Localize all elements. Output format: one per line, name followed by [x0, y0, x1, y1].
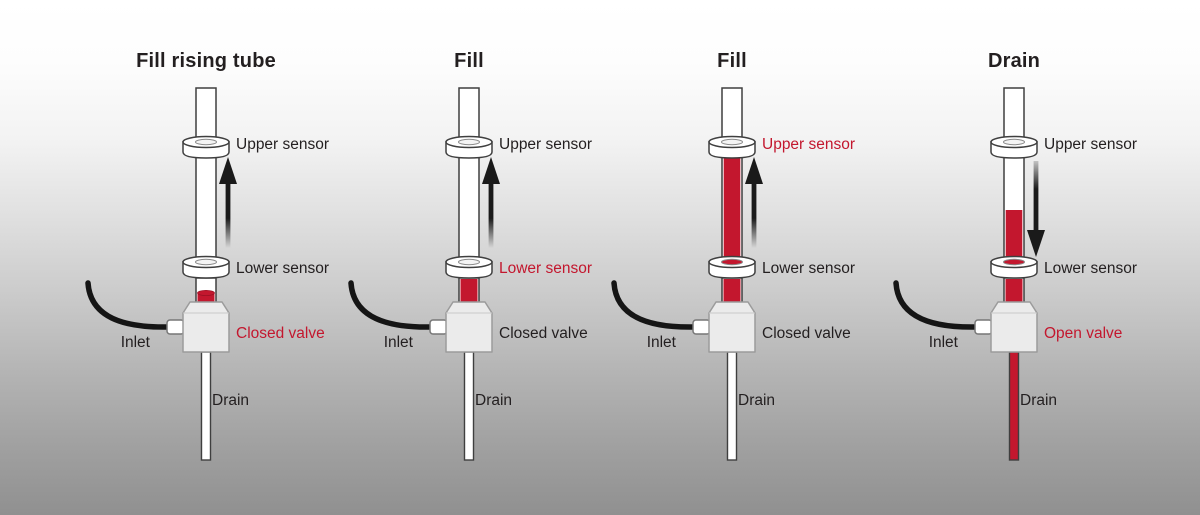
flow-arrow-shaft	[751, 182, 757, 248]
upper-sensor-label: Upper sensor	[236, 136, 330, 153]
panel-title: Fill rising tube	[136, 50, 276, 72]
valve-state-label: Closed valve	[762, 325, 851, 342]
inlet-hose	[893, 280, 979, 330]
drain-label: Drain	[1020, 392, 1058, 409]
upper-ring-tube-section	[721, 138, 743, 146]
lower-sensor-label: Lower sensor	[1044, 260, 1138, 277]
flow-arrow-shaft	[1033, 161, 1039, 231]
riser-tube	[458, 141, 480, 263]
inlet-nub	[692, 319, 711, 335]
lower-sensor-label: Lower sensor	[762, 260, 856, 277]
inlet-nub	[974, 319, 993, 335]
flow-arrow-up-head	[745, 157, 763, 184]
drain-tube	[463, 351, 475, 461]
drain-tube	[200, 351, 212, 461]
drain-label: Drain	[475, 392, 513, 409]
upper-ring-tube-section	[1003, 138, 1025, 146]
lower-ring-tube-section	[1003, 258, 1025, 266]
flow-arrow-shaft	[488, 182, 494, 248]
valve-state-label: Closed valve	[236, 325, 325, 342]
top-tube	[195, 87, 217, 144]
flow-arrow-up-head	[219, 157, 237, 184]
lower-sensor-label: Lower sensor	[499, 260, 593, 277]
panel-title: Fill	[717, 50, 747, 72]
apparatus-svg	[85, 87, 237, 461]
flow-arrow-shaft	[225, 182, 231, 248]
valve-body	[990, 301, 1038, 353]
apparatus-svg	[611, 87, 763, 461]
valve-body	[182, 301, 230, 353]
drain-label: Drain	[212, 392, 250, 409]
neck-liquid-meniscus	[197, 289, 215, 296]
drain-tube	[726, 351, 738, 461]
lower-ring-tube-section	[721, 258, 743, 266]
drain-tube	[1008, 351, 1020, 461]
flow-arrow-down-head	[1027, 230, 1045, 257]
neck-liquid	[723, 279, 741, 305]
upper-ring-tube-section	[458, 138, 480, 146]
flow-arrow-up-head	[482, 157, 500, 184]
lower-sensor-label: Lower sensor	[236, 260, 330, 277]
valve-body	[445, 301, 493, 353]
panel-title: Drain	[987, 50, 1041, 72]
upper-sensor-label: Upper sensor	[762, 136, 856, 153]
inlet-hose	[611, 280, 697, 330]
top-tube	[721, 87, 743, 144]
upper-ring-tube-section	[195, 138, 217, 146]
inlet-label: Inlet	[928, 334, 958, 351]
lower-ring-tube-section	[195, 258, 217, 266]
inlet-label: Inlet	[120, 334, 150, 351]
upper-sensor-label: Upper sensor	[1044, 136, 1138, 153]
apparatus-svg	[348, 87, 500, 461]
inlet-hose	[348, 280, 434, 330]
inlet-hose	[85, 280, 171, 330]
riser-tube	[195, 141, 217, 263]
inlet-label: Inlet	[646, 334, 676, 351]
lower-ring-tube-section	[458, 258, 480, 266]
valve-state-label: Open valve	[1044, 325, 1123, 342]
inlet-nub	[429, 319, 448, 335]
panel-title: Fill	[454, 50, 484, 72]
top-tube	[1003, 87, 1025, 144]
neck-liquid	[460, 279, 478, 305]
inlet-nub	[166, 319, 185, 335]
liquid-column	[723, 155, 741, 262]
top-tube	[458, 87, 480, 144]
neck-liquid	[1005, 279, 1023, 305]
apparatus-svg	[893, 87, 1045, 461]
liquid-column	[1005, 210, 1023, 262]
inlet-label: Inlet	[383, 334, 413, 351]
drain-label: Drain	[738, 392, 776, 409]
upper-sensor-label: Upper sensor	[499, 136, 593, 153]
valve-state-label: Closed valve	[499, 325, 588, 342]
valve-body	[708, 301, 756, 353]
